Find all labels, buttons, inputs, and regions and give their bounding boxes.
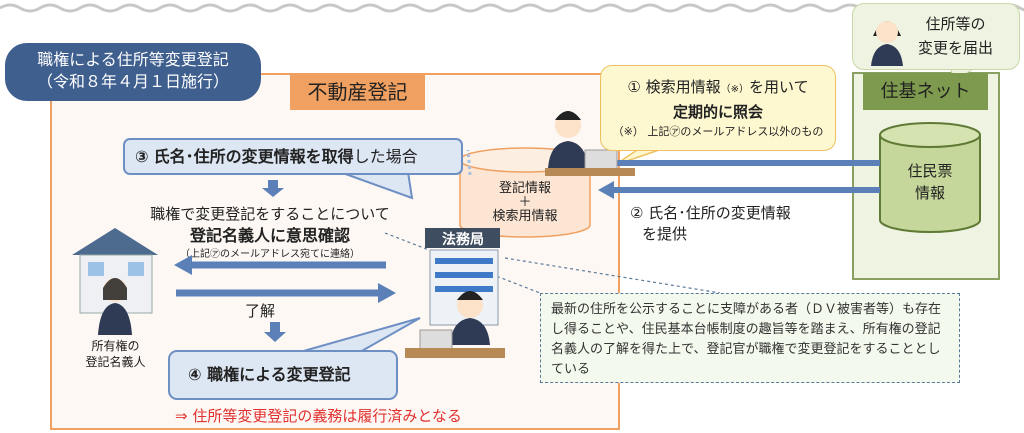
resident-text: 住所等の変更を届出 (918, 12, 993, 60)
db-plus: ＋ (518, 195, 532, 210)
confirm-line2: 登記名義人に意思確認 (189, 226, 350, 245)
step3-bold-text: 氏名･住所の変更情報を取得 (153, 147, 354, 166)
step1-text-a: 検索用情報 (645, 78, 721, 96)
owner-line1: 所有権の (91, 339, 140, 353)
step2-line1: ② 氏名･住所の変更情報 (630, 204, 791, 222)
owner-line2: 登記名義人 (85, 355, 146, 369)
step2-line2: を提供 (642, 225, 688, 243)
step3-number: ③ (135, 147, 149, 166)
step1-note: （※） 上記㋐のメールアドレス以外のもの (612, 125, 824, 138)
step1-number: ① (627, 78, 641, 96)
real-estate-registry-label: 不動産登記 (290, 75, 425, 110)
resident-db-line2: 情報 (914, 184, 945, 202)
step4-callout: ④ 職権による変更登記 (168, 350, 398, 400)
resident-line2: 変更を届出 (918, 39, 994, 57)
step4-number: ④ (188, 365, 202, 384)
step1-callout: ① 検索用情報（※）を用いて 定期的に照会 （※） 上記㋐のメールアドレス以外の… (600, 65, 836, 151)
step1-text-b: を用いて (749, 78, 809, 96)
step2-label: ② 氏名･住所の変更情報を提供 (630, 203, 791, 245)
confirm-line1: 職権で変更登記をすることについて (150, 205, 390, 223)
title-line1: 職権による住所等変更登記 (37, 50, 229, 69)
owner-label: 所有権の登記名義人 (78, 338, 153, 370)
resident-person-icon (871, 21, 903, 66)
title-line2: （令和８年４月１日施行） (36, 72, 229, 91)
resident-db-label: 住民票情報 (880, 160, 980, 204)
bureau-sign: 法務局 (442, 232, 484, 248)
consent-label: 了解 (245, 302, 276, 320)
step4-text: 職権による変更登記 (207, 365, 351, 384)
result-text: ⇒ 住所等変更登記の義務は履行済みとなる (175, 407, 462, 425)
step1-mark: （※） (720, 84, 750, 95)
resident-bubble: 住所等の変更を届出 (852, 3, 1020, 70)
resident-db-line1: 住民票 (907, 162, 953, 180)
note-box: 最新の住所を公示することに支障がある者（ＤＶ被害者等）も存在し得ることや、住民基… (540, 293, 960, 383)
db-line2: 検索用情報 (492, 209, 558, 224)
confirm-note: （上記㋐のメールアドレス宛てに連絡） (180, 249, 360, 260)
intent-confirmation: 職権で変更登記をすることについて 登記名義人に意思確認 （上記㋐のメールアドレス… (130, 203, 410, 263)
jukinet-label: 住基ネット (863, 73, 988, 110)
resident-line1: 住所等の (925, 15, 986, 33)
step3-callout: ③ 氏名･住所の変更情報を取得した場合 (123, 138, 463, 175)
page-title: 職権による住所等変更登記 （令和８年４月１日施行） (5, 43, 261, 101)
step1-bold: 定期的に照会 (672, 103, 763, 121)
step3-text: した場合 (353, 147, 418, 166)
registry-db-label: 登記情報＋検索用情報 (460, 180, 590, 226)
